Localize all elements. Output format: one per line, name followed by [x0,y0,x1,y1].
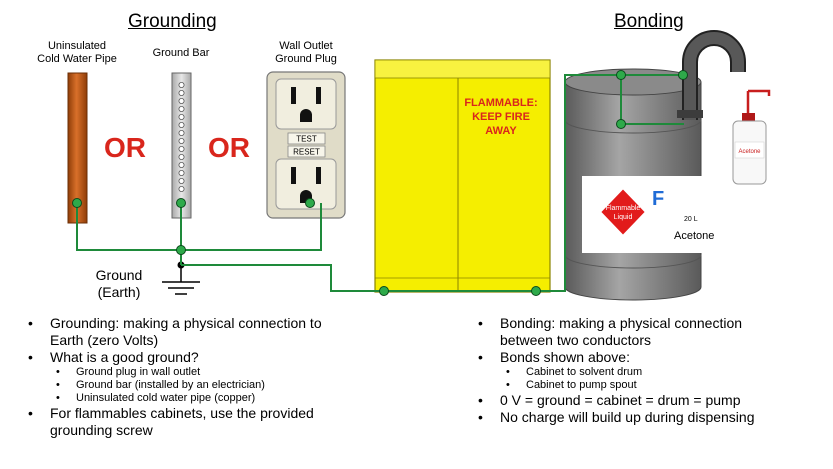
bonding-bullet-1: between two conductors [500,332,651,348]
ground-bar-hole [178,98,185,105]
acetone-bottle: Acetone [732,89,771,185]
ground-bar-hole [178,90,185,97]
hazard-label-line-1: Flammable [606,205,641,212]
grounding-title: Grounding [128,11,217,32]
connection-node [678,70,688,80]
bonding-bullet-0: Bonding: making a physical connection [472,315,755,332]
wire-0 [76,203,322,251]
outlet-label: Wall Outlet Ground Plug [256,40,356,66]
grounding-bullet-3: Ground plug in wall outlet [22,366,322,379]
connection-node [379,286,389,296]
connection-node [305,198,315,208]
ground-bar-holes [178,82,185,192]
cabinet-warning-line-1: FLAMMABLE: [464,97,537,109]
outlet-ground-hole [300,109,312,122]
flammable-hazard-diamond: Flammable Liquid [598,186,648,238]
drum-letter-f: F [652,188,664,210]
bonding-bullet-2: Bonds shown above: [472,349,755,366]
grounding-bullet-0: Grounding: making a physical connection … [22,315,322,332]
or-text-left: OR [104,132,146,163]
drum-contents-name: Acetone [674,230,714,242]
ground-bar [171,72,192,219]
bonding-bullet-5: 0 V = ground = cabinet = drum = pump [472,392,755,409]
bonding-bullet-6: No charge will build up during dispensin… [472,409,755,426]
drum-volume: 20 L [684,216,698,223]
grounding-bullet-6: For flammables cabinets, use the provide… [22,405,322,422]
bottle-label: Acetone [738,149,761,155]
ground-bar-label: Ground Bar [152,47,210,59]
grounding-bullet-5: Uninsulated cold water pipe (copper) [22,392,322,405]
cabinet-warning-line-2: KEEP FIRE [472,111,530,123]
earth-label-line-1: Ground [95,267,143,283]
connection-node [176,198,186,208]
outlet-slot [316,167,321,184]
ground-bar-hole [178,106,185,113]
ground-bar-hole [178,161,185,168]
connection-node [72,198,82,208]
ground-bar-hole [178,177,185,184]
pipe-label: Uninsulated Cold Water Pipe [22,40,132,66]
wall-outlet: TEST RESET [266,71,346,219]
connection-node [176,245,186,255]
ground-bar-hole [178,185,185,192]
connection-nodes [72,70,688,296]
bonding-bullet-4: Cabinet to pump spout [472,379,755,392]
grounding-bullet-4: Ground bar (installed by an electrician) [22,379,322,392]
outlet-test-label: TEST [296,135,317,144]
outlet-slot [291,167,296,184]
grounding-bullet-7: grounding screw [50,422,153,438]
grounding-bullet-list: Grounding: making a physical connection … [22,315,322,439]
outlet-label-line-2: Ground Plug [275,53,337,65]
connection-node [616,119,626,129]
pipe-label-line-2: Cold Water Pipe [37,53,117,65]
earth-ground-symbol [162,261,200,295]
ground-bar-hole [178,129,185,136]
bonding-bullet-list: Bonding: making a physical connectionbet… [472,315,755,426]
ground-bar-hole [178,145,185,152]
connection-node [616,70,626,80]
cabinet-warning-line-3: AWAY [485,125,517,137]
ground-bar-hole [178,122,185,129]
outlet-reset-button [287,145,326,158]
earth-label: Ground (Earth) [88,267,150,301]
connection-node [531,286,541,296]
outlet-test-button [287,132,326,145]
grounding-bullet-2: What is a good ground? [22,349,322,366]
hazard-label-line-2: Liquid [614,214,633,221]
earth-label-line-2: (Earth) [97,284,141,300]
ground-bar-hole [178,137,185,144]
outlet-label-line-1: Wall Outlet [279,40,333,52]
ground-bar-hole [178,169,185,176]
ground-bar-hole [178,153,185,160]
flammables-cabinet: FLAMMABLE: KEEP FIRE AWAY [374,59,551,293]
bonding-title: Bonding [614,11,684,32]
outlet-slot [316,87,321,104]
bonding-bullet-3: Cabinet to solvent drum [472,366,755,379]
pump-spout [677,30,746,120]
pipe-label-line-1: Uninsulated [47,40,107,52]
outlet-reset-label: RESET [293,148,320,157]
ground-bar-hole [178,82,185,89]
outlet-slot [291,87,296,104]
grounding-bullet-1: Earth (zero Volts) [50,332,159,348]
ground-bar-hole [178,114,185,121]
or-text-right: OR [208,132,250,163]
